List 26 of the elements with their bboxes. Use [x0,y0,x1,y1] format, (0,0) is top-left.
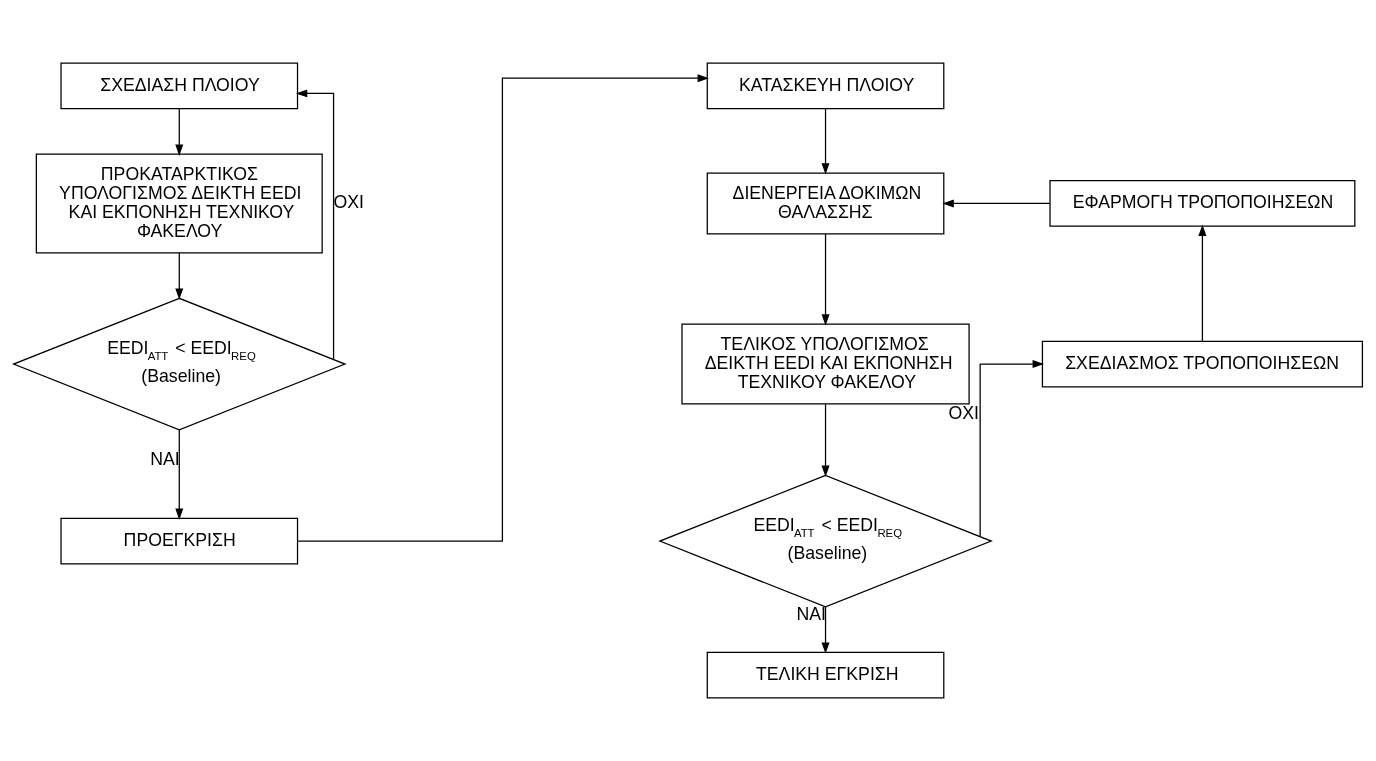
arrow [175,108,184,156]
edge-label: ΝΑΙ [150,448,180,469]
node-box: ΕΦΑΡΜΟΓΗ ΤΡΟΠΟΠΟΙΗΣΕΩΝ [1049,180,1356,227]
arrow [979,360,1044,537]
node-box: ΠΡΟΕΓΚΡΙΣΗ [60,517,299,565]
node-box: ΣΧΕΔΙΑΣΗ ΠΛΟΙΟΥ [60,62,299,110]
node-box: ΤΕΛΙΚΗ ΕΓΚΡΙΣΗ [706,651,945,699]
arrow [821,108,830,175]
arrow [821,233,830,326]
node-box: ΣΧΕΔΙΑΣΜΟΣ ΤΡΟΠΟΠΟΙΗΣΕΩΝ [1041,340,1364,388]
arrow [821,606,830,654]
node-box: ΚΑΤΑΣΚΕΥΗ ΠΛΟΙΟΥ [706,62,945,110]
edge-label: ΟΧΙ [948,402,980,423]
node-box: ΔΙΕΝΕΡΓΕΙΑ ΔΟΚΙΜΩΝ ΘΑΛΑΣΣΗΣ [706,172,945,235]
arrow [175,252,184,300]
arrow [295,89,335,360]
edge-label: ΟΧΙ [333,192,365,213]
node-box: ΤΕΛΙΚΟΣ ΥΠΟΛΟΓΙΣΜΟΣ ΔΕΙΚΤΗ EEDI ΚΑΙ ΕΚΠΟΝΗΣΗ ΤΕΧΝΙΚΟΥ ΦΑΚΕΛΟΥ [681,323,970,405]
arrow [942,199,1051,208]
node-diamond: EEDI$_{ATT}$ < EEDI$_{REQ}$ (Baseline) [658,474,993,608]
arrow [1198,224,1207,342]
node-diamond: EEDI$_{ATT}$ < EEDI$_{REQ}$ (Baseline) [11,297,347,431]
node-box: ΠΡΟΚΑΤΑΡΚΤΙΚΟΣ ΥΠΟΛΟΓΙΣΜΟΣ ΔΕΙΚΤΗ EEDI ΚΑΙ ΕΚΠΟΝΗΣΗ ΤΕΧΝΙΚΟΥ ΦΑΚΕΛΟΥ [35,153,323,254]
arrow [821,403,830,477]
arrow [175,429,184,520]
arrow [297,74,709,542]
